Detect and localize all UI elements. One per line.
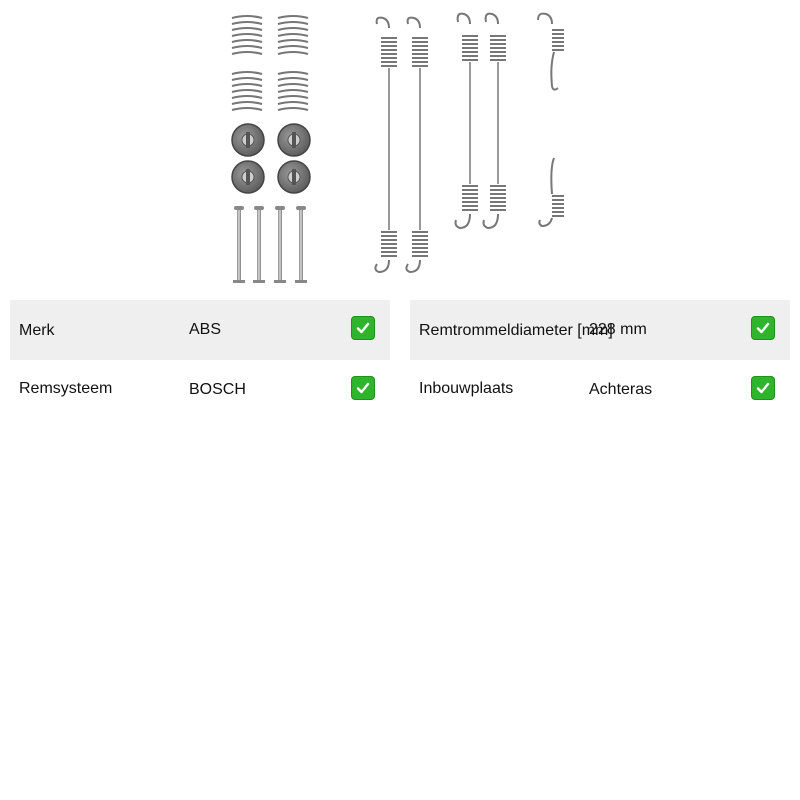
- spec-table: Merk ABS Remsysteem BOSCH Remtrommeldiam…: [10, 300, 790, 420]
- spec-value: BOSCH: [189, 381, 246, 398]
- check-icon: [351, 316, 375, 340]
- spec-value: ABS: [189, 321, 222, 338]
- short-hook-springs: [537, 12, 564, 228]
- hold-down-pins: [233, 206, 307, 283]
- spec-row-merk: Merk ABS: [10, 300, 390, 360]
- spec-label: Merk: [19, 322, 55, 339]
- medium-return-springs: [454, 12, 506, 230]
- check-icon: [751, 316, 775, 340]
- spec-column-right: Remtrommeldiameter [mm] 228 mm Inbouwpla…: [410, 300, 790, 420]
- spec-label: Remtrommeldiameter [mm]: [419, 322, 613, 339]
- spec-column-left: Merk ABS Remsysteem BOSCH: [10, 300, 390, 420]
- spring-cups: [231, 123, 311, 194]
- spec-label: Inbouwplaats: [419, 380, 514, 397]
- check-icon: [351, 376, 375, 400]
- brake-shoe-accessory-kit-image: [231, 12, 564, 283]
- spec-value: 228 mm: [589, 321, 647, 338]
- spec-row-remsysteem: Remsysteem BOSCH: [10, 360, 390, 420]
- spec-label: Remsysteem: [19, 380, 113, 397]
- spec-row-inbouwplaats: Inbouwplaats Achteras: [410, 360, 790, 420]
- long-return-springs: [374, 16, 428, 274]
- spec-value: Achteras: [589, 381, 653, 398]
- spec-row-remtrommeldiameter: Remtrommeldiameter [mm] 228 mm: [410, 300, 790, 360]
- check-icon: [751, 376, 775, 400]
- compression-springs: [231, 15, 309, 111]
